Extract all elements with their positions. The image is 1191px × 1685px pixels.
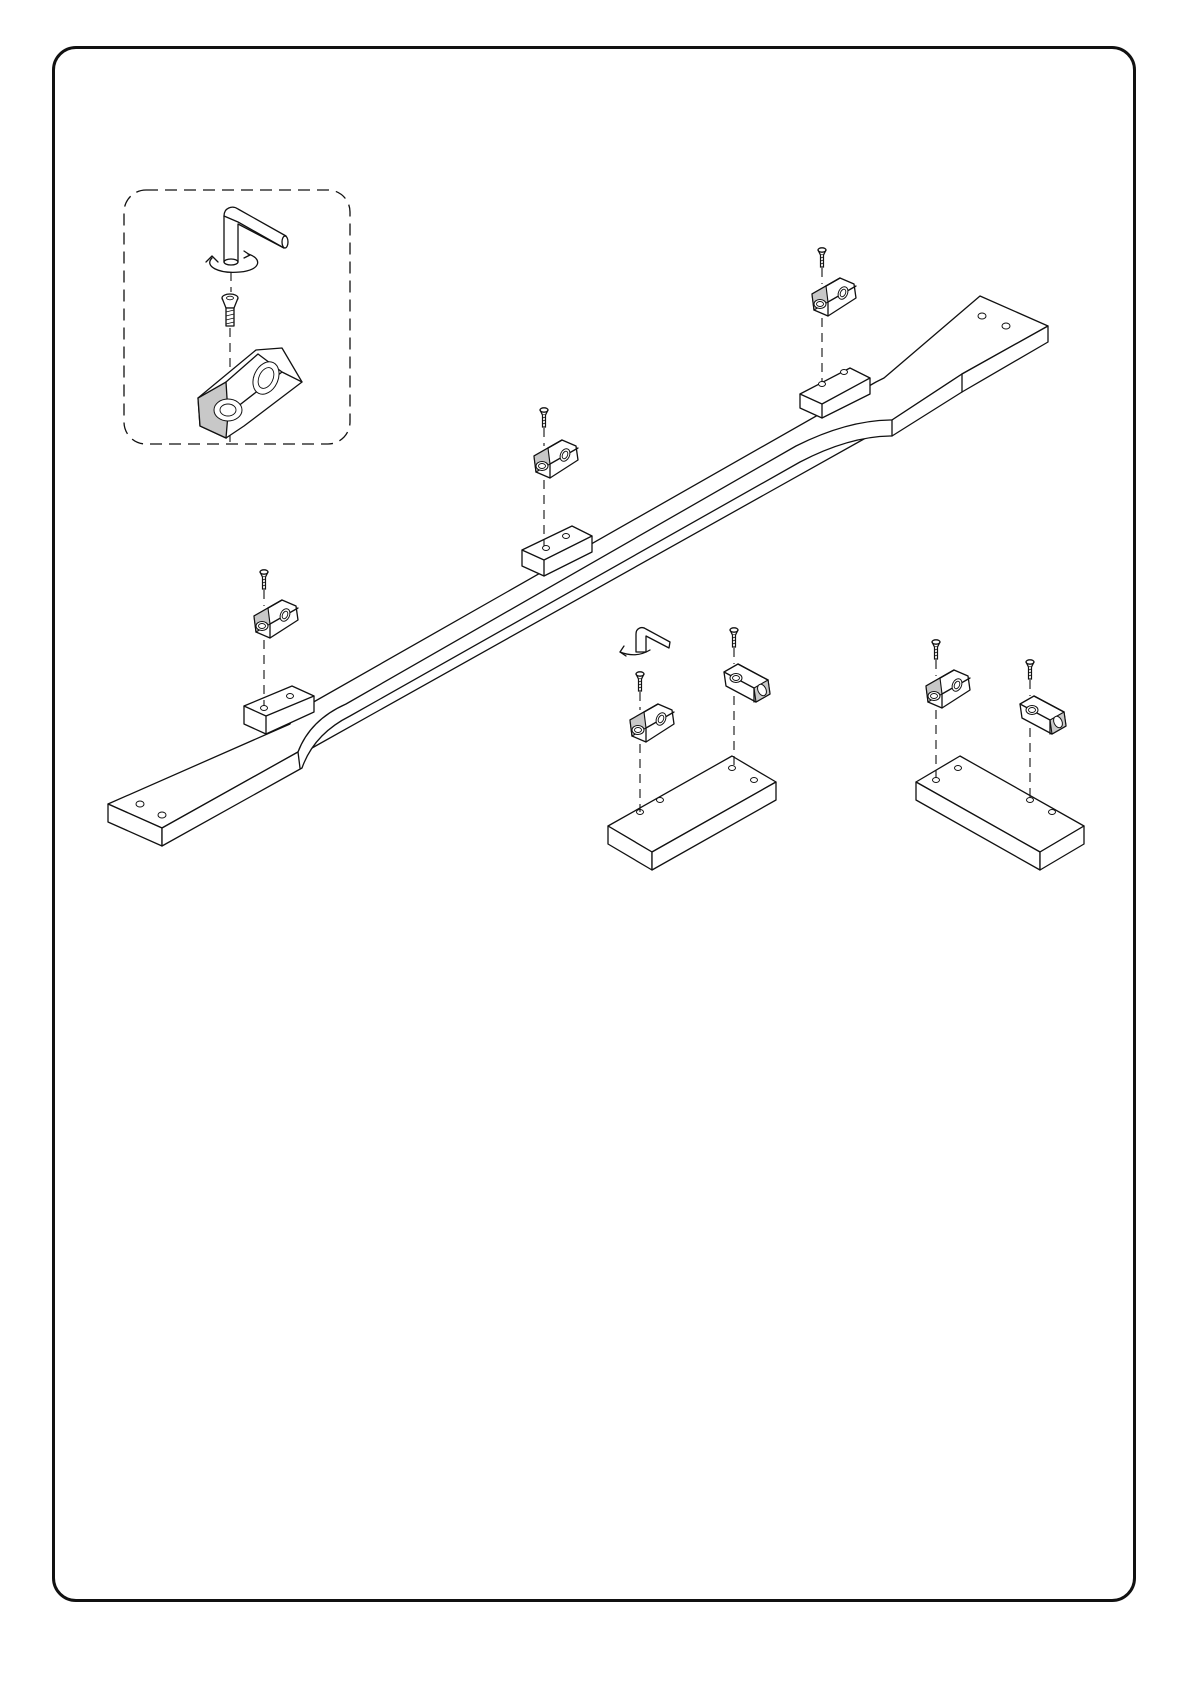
screw-icon — [730, 628, 738, 647]
screw-icon — [260, 570, 268, 589]
bracket-icon — [254, 600, 298, 638]
bracket-icon — [630, 704, 674, 742]
allen-key-icon — [224, 207, 288, 265]
rail-bracket-right — [812, 248, 856, 382]
screw-icon — [540, 408, 548, 427]
short-block-right — [916, 640, 1084, 870]
rail-end-hole — [136, 801, 144, 807]
detail-inset — [124, 190, 350, 444]
bracket-icon — [812, 278, 856, 316]
short-block-left — [608, 628, 776, 870]
allen-key-icon — [620, 628, 670, 656]
rail-bracket-middle — [534, 408, 578, 546]
bracket-icon — [926, 670, 970, 708]
screw-icon — [222, 294, 238, 326]
corner-bracket-icon — [198, 348, 302, 438]
rail-end-hole — [978, 313, 986, 319]
long-rail — [108, 248, 1048, 846]
bracket-icon — [724, 664, 770, 702]
rail-end-hole — [1002, 323, 1010, 329]
bracket-icon — [1020, 696, 1066, 734]
screw-icon — [636, 672, 644, 691]
rail-end-hole — [158, 812, 166, 818]
screw-icon — [932, 640, 940, 659]
screw-icon — [1026, 660, 1034, 679]
screw-icon — [818, 248, 826, 267]
bracket-icon — [534, 440, 578, 478]
